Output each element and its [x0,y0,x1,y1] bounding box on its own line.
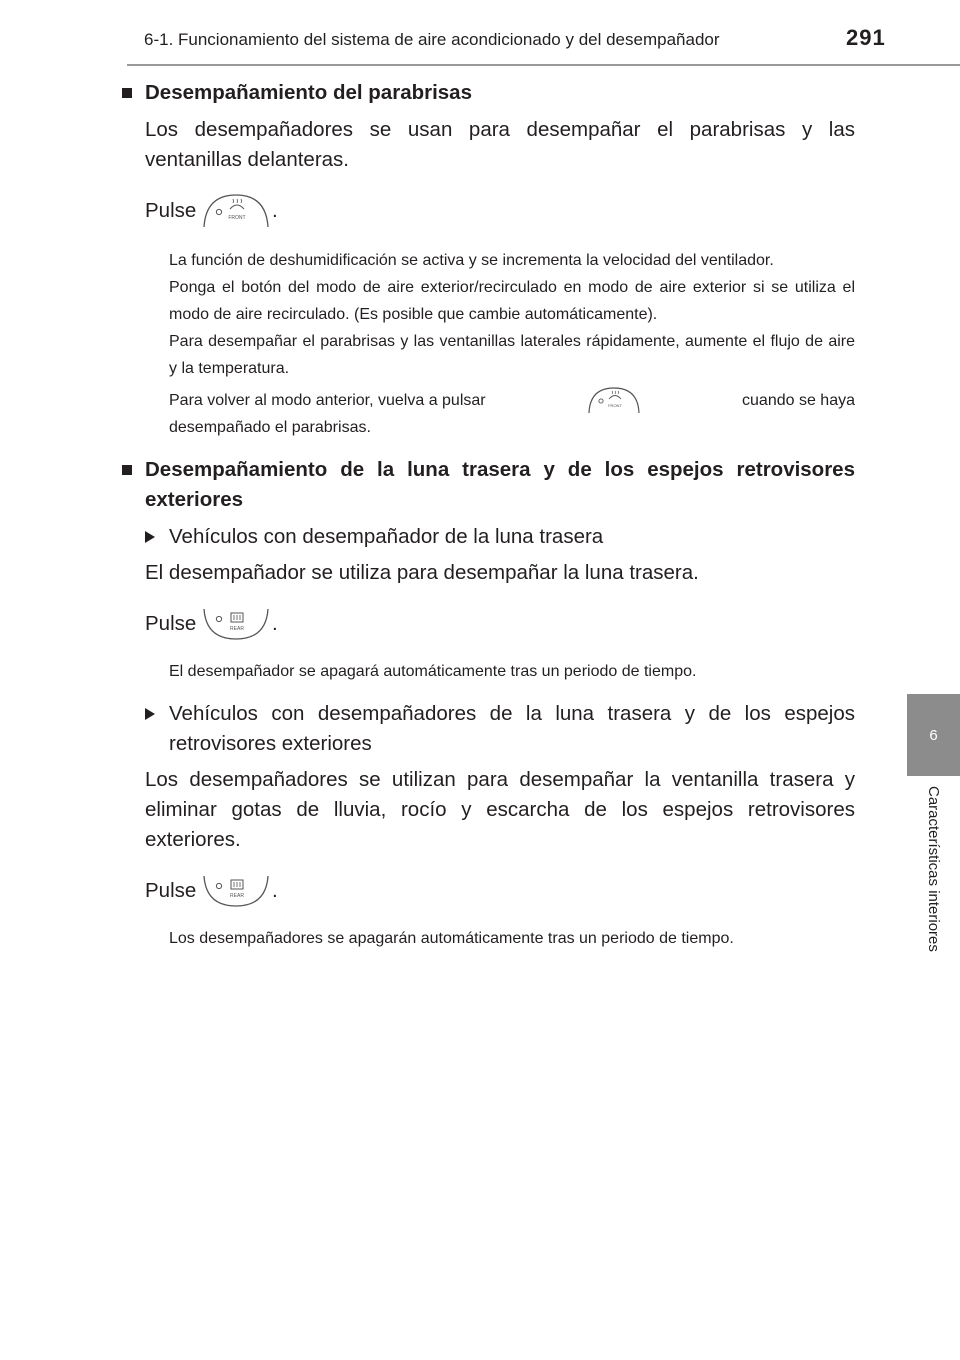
chapter-label: Características interiores [925,786,942,952]
windshield-note-2: Ponga el botón del modo de aire exterior… [169,279,855,323]
rear-window-note: El desempañador se apagará automáticamen… [169,663,697,680]
windshield-note-3: Para desempañar el parabrisas y las vent… [169,333,855,377]
main-content: Desempañamiento del parabrisas Los desem… [120,78,855,952]
svg-text:REAR: REAR [230,893,244,899]
rear-mirrors-text: Los desempañadores se utilizan para dese… [145,768,855,851]
section-title: 6-1. Funcionamiento del sistema de aire … [144,30,720,49]
triangle-bullet-icon [145,708,155,720]
triangle-bullet-icon [145,531,155,543]
windshield-pulse-instruction: Pulse FRONT . [145,191,855,231]
rear-defroster-button-icon: REAR [202,874,270,908]
section-heading-windshield: Desempañamiento del parabrisas [120,78,855,108]
rear-pulse-instruction-2: Pulse REAR . [145,871,855,911]
windshield-intro: Los desempañadores se usan para desempañ… [145,118,855,171]
rear-mirrors-note: Los desempañadores se apagarán automátic… [169,930,734,947]
rear-window-text: El desempañador se utiliza para desempañ… [145,561,699,584]
square-bullet-icon [122,465,132,475]
chapter-number: 6 [929,726,938,744]
front-defroster-button-icon: FRONT [202,193,270,229]
page-number: 291 [846,25,886,50]
chapter-tab: 6 [907,694,960,776]
header-divider [127,64,960,66]
subheading-rear-window: Vehículos con desempañador de la luna tr… [145,522,855,552]
rear-defroster-button-icon: REAR [202,607,270,641]
rear-pulse-instruction-1: Pulse REAR . [145,604,855,644]
subheading-rear-window-mirrors: Vehículos con desempañadores de la luna … [145,699,855,759]
svg-text:REAR: REAR [230,626,244,632]
windshield-note-4: Para volver al modo anterior, vuelva a p… [169,386,855,441]
section-heading-rear: Desempañamiento de la luna trasera y de … [120,455,855,515]
windshield-note-1: La función de deshumidificación se activ… [169,252,774,269]
front-defroster-button-icon: FRONT [587,386,641,414]
svg-text:FRONT: FRONT [608,403,622,408]
svg-text:FRONT: FRONT [228,215,245,221]
square-bullet-icon [122,88,132,98]
